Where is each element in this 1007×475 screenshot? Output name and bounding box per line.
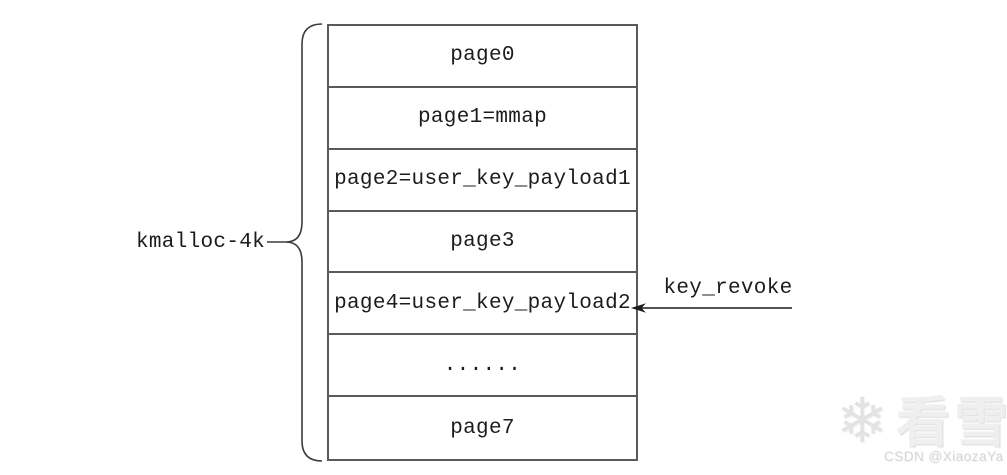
snowflake-icon: ❄ (836, 384, 888, 457)
table-row-page2: page2=user_key_payload1 (329, 150, 636, 212)
table-row-label: page3 (450, 229, 515, 253)
key-revoke-label: key_revoke (663, 277, 793, 300)
table-row-page4: page4=user_key_payload2 (329, 273, 636, 336)
watermark-credit: CSDN @XiaozaYa (884, 449, 1004, 464)
table-row-label: page7 (450, 416, 515, 440)
table-row-label: ...... (443, 353, 522, 377)
table-row-page1: page1=mmap (329, 88, 636, 150)
arrow-left-icon (631, 303, 792, 313)
table-row-label: page4=user_key_payload2 (334, 291, 631, 315)
table-row-page3: page3 (329, 212, 636, 274)
table-row-label: page2=user_key_payload1 (334, 168, 631, 192)
table-row-label: page0 (450, 44, 515, 68)
table-row-label: page1=mmap (417, 106, 548, 130)
table-row-page7: page7 (329, 397, 636, 459)
page-table: page0 page1=mmap page2=user_key_payload1… (327, 24, 638, 461)
kmalloc-label: kmalloc-4k (136, 231, 266, 254)
table-row-page0: page0 (329, 26, 636, 88)
curly-brace (267, 23, 323, 462)
watermark-brand: 看雪 (896, 393, 1007, 453)
table-row-ellipsis: ...... (329, 335, 636, 398)
